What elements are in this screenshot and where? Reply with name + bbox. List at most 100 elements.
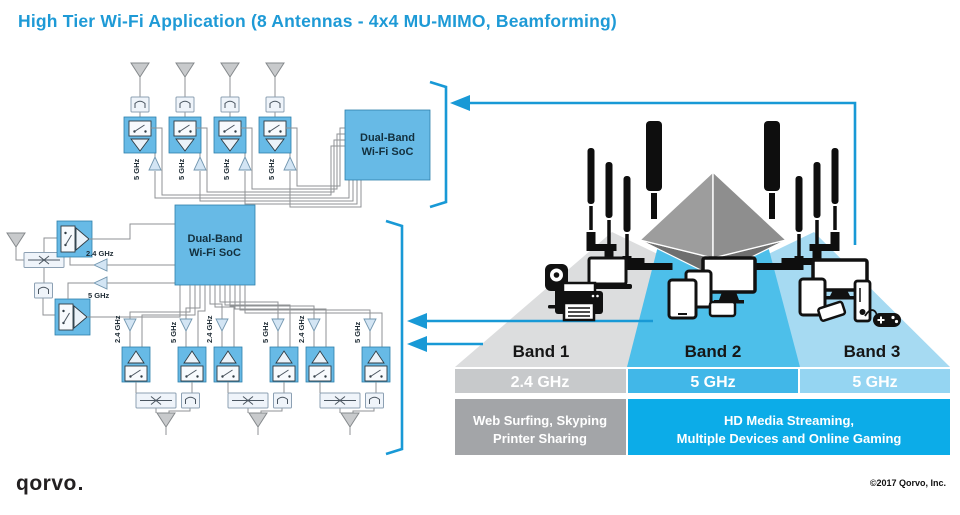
switch-icon [218,120,242,137]
freq-label: 2.4 GHz [297,315,306,343]
copyright-text: ©2017 Qorvo, Inc. [869,478,946,488]
band3-devices [798,258,901,327]
amp-icon [363,318,377,332]
chain-wires [319,382,377,413]
soc-box-top: Dual-Band Wi-Fi SoC [344,109,431,181]
chain-wires [184,85,201,157]
band3-label: Band 3 [844,342,901,361]
router-antennas [586,121,840,270]
amp-icon [148,156,162,171]
chain-wires [139,85,156,157]
chain-wires [274,85,291,157]
freq-label: 5 GHz [132,158,141,180]
smartphone-icon [667,278,698,320]
usecase-cell-band23 [628,399,950,455]
chain-wires [229,85,246,157]
antenna-chain-3: 5 GHz [213,62,358,205]
antenna-pair-1 [135,382,200,436]
arrowhead-icon [407,313,427,329]
freq-text-band3: 5 GHz [852,374,897,391]
chain-routing [286,127,362,208]
antenna-icon [156,412,176,436]
amp-icon [193,156,207,171]
frequency-bar: 2.4 GHz 5 GHz 5 GHz [455,369,950,393]
band1-label: Band 1 [513,342,570,361]
qorvo-logo: qorvo [16,472,82,496]
freq-label: 5 GHz [261,321,270,343]
game-console-icon [853,279,878,323]
antenna-icon [175,62,195,86]
chain-routing [151,127,350,199]
smartphone-icon [817,300,847,322]
antenna-icon [6,232,26,256]
chain-routing [241,127,358,205]
fem-chain-2: 5 GHz [169,285,207,383]
amp-icon [93,276,108,290]
fem-chain-6: 5 GHz [239,285,391,383]
antenna-chain-1: 5 GHz [123,62,350,199]
antenna-icon [220,62,240,86]
tablet-icon [798,277,827,317]
band2-devices [667,256,757,320]
bandpass-filter-icon [273,392,292,409]
freq-label: 5 GHz [353,321,362,343]
diplexer-icon [135,392,177,409]
router-antenna [646,121,662,219]
amp-icon [271,318,285,332]
switch-icon [180,365,204,382]
chain-routing [67,223,181,318]
switch-icon [263,120,287,137]
chain-routing [129,285,196,347]
usecase-band1-line1: Web Surfing, Skyping [473,413,607,428]
amp-icon [283,156,297,171]
antenna-chain-2: 5 GHz [168,62,354,202]
soc-rect [344,109,431,181]
freq-cell-band1 [455,369,626,393]
router-illustration [586,121,840,277]
switch-icon [60,225,76,253]
switch-icon [128,120,152,137]
amp-icon [93,258,108,272]
freq-label: 5 GHz [222,158,231,180]
amp-icon [307,318,321,332]
amp-icon [215,318,229,332]
shared-antenna-chain: 2.4 GHz 5 GHz [6,220,181,336]
freq-label: 5 GHz [177,158,186,180]
bottom-circuit-bracket [385,219,404,456]
arrow-band3-to-top-circuit [470,101,857,245]
arrowhead-icon [407,336,427,352]
signal-arrows [407,95,857,352]
arrowhead-icon [450,95,470,111]
switch-icon [364,365,388,382]
usecase-cell-band1 [455,399,626,455]
amp-icon [238,156,252,171]
switch-icon [308,365,332,382]
antenna-pair-2 [227,382,292,436]
usecase-band1-line2: Printer Sharing [493,431,587,446]
antenna-icon [130,62,150,86]
chain-wires [15,237,57,316]
freq-label: 2.4 GHz [205,315,214,343]
router-antenna [764,121,780,219]
bandpass-filter-icon [130,96,150,113]
logo-mark-icon [78,487,82,490]
bandpass-filter-icon [220,96,240,113]
chain-wires [227,382,285,413]
antenna-icon [340,412,360,436]
soc-label-line2: Wi-Fi SoC [189,247,241,259]
usecase-band23-line2: Multiple Devices and Online Gaming [677,431,902,446]
freq-label: 5 GHz [267,158,276,180]
amp-icon [179,318,193,332]
usecase-band23-line1: HD Media Streaming, [724,413,854,428]
amp-icon [123,318,137,332]
printer-icon [555,281,603,322]
usecase-bar: Web Surfing, Skyping Printer Sharing HD … [455,399,950,455]
diagram-title: High Tier Wi-Fi Application (8 Antennas … [18,11,617,31]
bottom-circuit: 2.4 GHz 5 GHz Dual-Band Wi-Fi SoC 2.4 GH… [6,204,404,456]
top-circuit-bracket [429,80,448,209]
fem-chain-3: 2.4 GHz [205,285,243,383]
switch-icon [58,303,74,331]
antenna-icon [248,412,268,436]
